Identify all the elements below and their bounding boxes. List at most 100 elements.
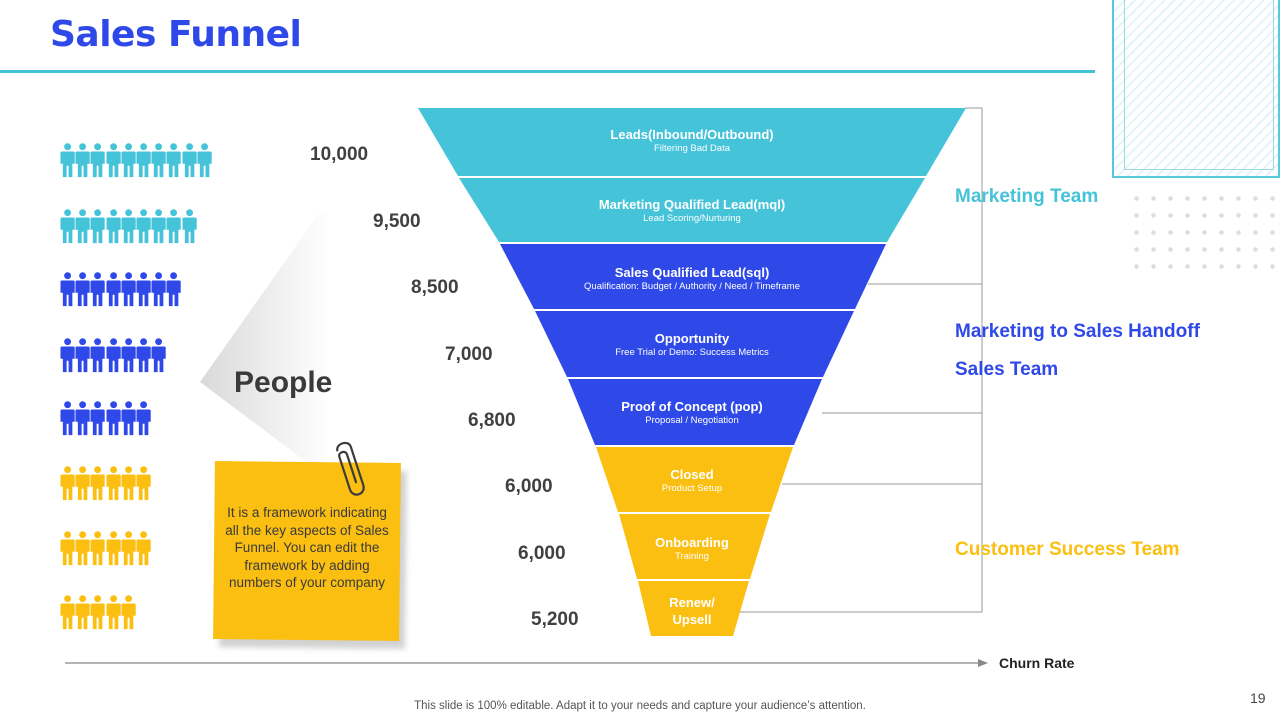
people-row (60, 337, 166, 373)
funnel-stage-5 (596, 447, 793, 512)
stage-title: Marketing Qualified Lead(mql) (598, 197, 786, 212)
person-icon (60, 209, 75, 244)
title-underline (0, 70, 1095, 73)
funnel-stage-1 (459, 178, 925, 242)
person-icon (60, 466, 75, 501)
person-icon (121, 466, 136, 501)
person-icon (90, 209, 106, 244)
count-label: 6,000 (518, 543, 566, 564)
count-label: 6,800 (468, 410, 516, 431)
person-icon (166, 209, 182, 244)
person-icon (75, 209, 90, 244)
funnel-stage-3 (535, 311, 854, 377)
person-icon (121, 401, 136, 436)
person-icon (106, 401, 121, 436)
person-icon (181, 143, 197, 178)
funnel-stage-0 (418, 108, 966, 176)
stage-subtitle: Filtering Bad Data (653, 143, 731, 154)
people-row (60, 208, 197, 244)
people-label: People (234, 366, 333, 399)
person-icon (106, 595, 121, 630)
stage-title: Upsell (672, 612, 712, 627)
stage-subtitle: Training (675, 551, 709, 562)
stage-title: Opportunity (654, 331, 730, 346)
person-icon (106, 272, 121, 307)
person-icon (106, 143, 121, 178)
count-label: 6,000 (505, 476, 553, 497)
person-icon (121, 272, 136, 307)
people-row (60, 400, 151, 436)
person-icon (166, 143, 182, 178)
stage-subtitle: Free Trial or Demo: Success Metrics (615, 347, 769, 358)
person-icon (121, 531, 136, 566)
person-icon (75, 338, 90, 373)
count-label: 9,500 (373, 211, 421, 232)
team-label-handoff: Marketing to Sales Handoff (955, 321, 1200, 342)
people-row (60, 142, 212, 178)
stage-subtitle: Proposal / Negotiation (645, 415, 739, 426)
person-icon (75, 272, 90, 307)
person-icon (90, 466, 106, 501)
funnel-stage-7 (638, 581, 749, 636)
people-arrow-shape (200, 212, 330, 472)
person-icon (90, 531, 106, 566)
person-icon (60, 595, 75, 630)
person-icon (75, 595, 90, 630)
person-icon (60, 338, 75, 373)
decorative-inner-frame (1124, 0, 1274, 170)
people-row (60, 271, 182, 307)
person-icon (60, 401, 75, 436)
person-icon (136, 272, 151, 307)
stage-title: Sales Qualified Lead(sql) (614, 265, 770, 280)
person-icon (90, 401, 106, 436)
slide-title: Sales Funnel (50, 14, 302, 55)
funnel-stage-2 (500, 244, 886, 309)
person-icon (151, 143, 166, 178)
person-icon (136, 143, 151, 178)
team-label-sales: Sales Team (955, 359, 1059, 380)
person-icon (151, 338, 166, 373)
funnel-stage-6 (619, 514, 770, 579)
person-icon (90, 272, 106, 307)
person-icon (90, 595, 106, 630)
person-icon (75, 401, 90, 436)
stage-title: Renew/ (669, 595, 715, 610)
count-label: 8,500 (411, 277, 459, 298)
person-icon (121, 595, 136, 630)
paperclip-icon (336, 441, 365, 496)
count-label: 7,000 (445, 344, 493, 365)
churn-rate-axis (65, 659, 988, 667)
person-icon (90, 143, 106, 178)
person-icon (121, 209, 136, 244)
sticky-note-text: It is a framework indicating all the key… (225, 505, 389, 591)
person-icon (121, 338, 136, 373)
person-icon (106, 466, 121, 501)
person-icon (75, 466, 90, 501)
person-icon (136, 466, 151, 501)
stage-subtitle: Lead Scoring/Nurturing (643, 213, 741, 224)
person-icon (151, 272, 166, 307)
person-icon (106, 531, 121, 566)
team-label-marketing: Marketing Team (955, 186, 1099, 207)
person-icon (181, 209, 197, 244)
stage-title: Onboarding (655, 535, 729, 550)
stage-title: Closed (670, 467, 714, 482)
person-icon (60, 531, 75, 566)
person-icon (197, 143, 212, 178)
people-row (60, 594, 136, 630)
team-label-customer-success: Customer Success Team (955, 539, 1180, 560)
decorative-dot-grid (1128, 190, 1280, 270)
person-icon (106, 338, 121, 373)
person-icon (136, 338, 151, 373)
person-icon (136, 401, 151, 436)
footer-text: This slide is 100% editable. Adapt it to… (414, 700, 866, 712)
person-icon (75, 143, 90, 178)
person-icon (136, 531, 151, 566)
person-icon (121, 143, 136, 178)
person-icon (75, 531, 90, 566)
funnel-stage-4 (568, 379, 822, 445)
stage-title: Leads(Inbound/Outbound) (610, 127, 774, 142)
people-row (60, 530, 151, 566)
person-icon (60, 143, 75, 178)
